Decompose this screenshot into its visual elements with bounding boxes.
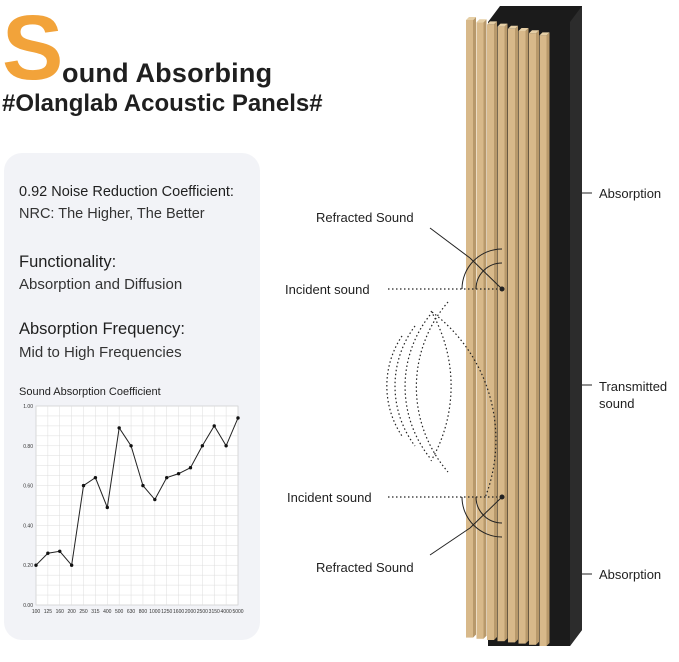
chart-point	[58, 549, 62, 553]
chart-y-tick-label: 0.00	[23, 603, 33, 609]
wood-slat-side	[546, 32, 550, 646]
page-title: ound Absorbing	[62, 58, 273, 88]
chart-x-tick-label: 1600	[173, 609, 184, 615]
chart-x-tick-label: 630	[127, 609, 136, 615]
wood-slat	[466, 20, 473, 638]
wood-slats	[466, 17, 550, 646]
chart-x-tick-label: 3150	[209, 609, 220, 615]
sound-waves-icon	[386, 301, 452, 473]
chart-point	[117, 426, 121, 430]
wood-slat	[476, 22, 484, 639]
wood-slat-side	[536, 30, 539, 645]
chart-point	[224, 444, 228, 448]
chart-x-tick-label: 315	[91, 609, 100, 615]
functionality-heading: Functionality:	[19, 253, 117, 271]
absorption-bottom-label: Absorption	[599, 567, 662, 582]
chart-x-tick-label: 2500	[197, 609, 208, 615]
wood-slat-top	[539, 32, 550, 36]
wood-slat-side	[494, 21, 497, 640]
chart-point	[141, 483, 145, 488]
panel-diagram	[386, 6, 592, 646]
wood-slat-top	[508, 25, 518, 29]
incident-sound-bottom-label: Incident sound	[287, 490, 372, 505]
wood-slat	[518, 31, 526, 644]
chart-points	[34, 416, 240, 567]
chart-x-tick-label: 1000	[149, 609, 160, 615]
chart-point	[46, 551, 50, 555]
transmitted-label-line1: Transmitted	[599, 379, 668, 394]
functionality-value: Absorption and Diffusion	[19, 276, 183, 293]
wood-slat	[508, 28, 515, 643]
chart-y-tick-label: 0.20	[23, 563, 33, 569]
chart-x-tick-label: 250	[79, 609, 88, 615]
chart-x-tick-label: 500	[115, 609, 124, 615]
chart-x-tick-label: 125	[44, 609, 53, 615]
chart-point	[34, 563, 38, 567]
chart-x-tick-label: 5000	[232, 609, 243, 615]
chart-y-tick-label: 0.60	[23, 484, 33, 490]
chart-point	[212, 424, 216, 428]
wood-slat-top	[476, 19, 487, 23]
chart-x-tick-label: 2000	[185, 609, 196, 615]
wood-slat	[487, 24, 494, 640]
absorption-top-label: Absorption	[599, 186, 662, 201]
chart-point	[188, 465, 193, 470]
chart-point	[200, 444, 205, 448]
wood-slat-top	[518, 28, 529, 31]
chart-point	[93, 475, 98, 480]
chart-point	[176, 471, 181, 476]
page-subtitle: #Olanglab Acoustic Panels#	[2, 90, 323, 117]
chart-point	[69, 563, 74, 567]
nrc-description: NRC: The Higher, The Better	[19, 206, 205, 222]
chart-point	[236, 416, 240, 420]
wood-slat	[539, 35, 547, 646]
nrc-line: 0.92 Noise Reduction Coefficient:	[19, 184, 234, 200]
wood-slat	[529, 33, 536, 645]
chart-point	[81, 483, 86, 488]
wood-slat-top	[497, 23, 508, 27]
chart-x-tick-label: 100	[32, 609, 41, 615]
chart-y-tick-label: 0.80	[23, 444, 33, 450]
transmitted-label-line2: sound	[599, 396, 635, 411]
chart-y-tick-label: 1.00	[23, 404, 33, 410]
wood-slat-side	[525, 28, 529, 644]
chart-grid	[35, 405, 239, 606]
wood-slat-top	[529, 30, 539, 34]
chart-x-tick-label: 160	[56, 609, 65, 615]
wood-slat-side	[483, 19, 487, 639]
wood-slat-side	[473, 17, 476, 638]
chart-x-tick-label: 800	[139, 609, 148, 615]
refracted-sound-top-label: Refracted Sound	[316, 210, 414, 225]
wood-slat-top	[466, 17, 476, 20]
frequency-heading: Absorption Frequency:	[19, 320, 186, 338]
wood-slat	[497, 26, 505, 642]
wood-slat-side	[515, 25, 518, 643]
chart-y-tick-label: 0.40	[23, 523, 33, 529]
wood-slat-side	[504, 23, 508, 642]
chart-x-tick-label: 4000	[221, 609, 232, 615]
chart-title: Sound Absorption Coefficient	[19, 386, 161, 398]
title-big-letter: S	[2, 0, 64, 99]
frequency-value: Mid to High Frequencies	[19, 344, 182, 361]
chart-x-tick-label: 400	[103, 609, 112, 615]
incident-sound-top-label: Incident sound	[285, 282, 370, 297]
chart-point	[165, 475, 169, 480]
chart-x-tick-label: 200	[67, 609, 76, 615]
wood-slat-top	[487, 21, 497, 25]
chart-series-line	[35, 417, 239, 567]
chart-x-tick-label: 1250	[161, 609, 172, 615]
chart-y-ticks: 0.00 0.20 0.40 0.60 0.80 1.00	[23, 404, 33, 609]
refracted-sound-bottom-label: Refracted Sound	[316, 560, 414, 575]
chart-point	[129, 444, 133, 448]
chart-point	[105, 505, 109, 510]
chart-point	[153, 497, 157, 502]
